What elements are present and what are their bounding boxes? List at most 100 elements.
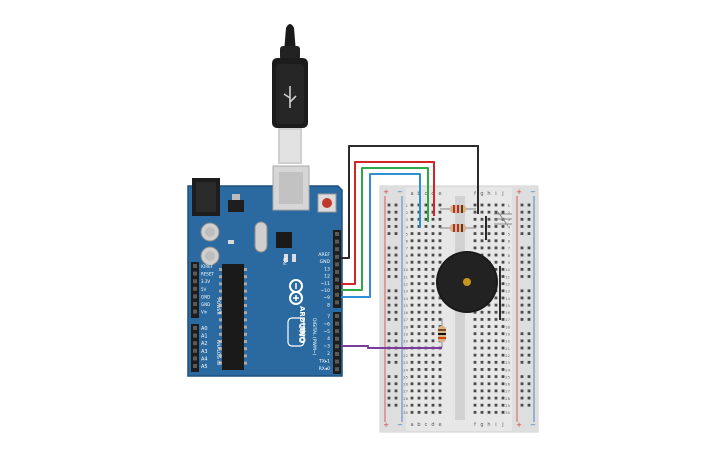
resistor[interactable]	[440, 224, 476, 232]
digital-header-bottom	[333, 312, 341, 374]
digital-pin-label: ~10	[321, 288, 331, 294]
usb-icon	[283, 86, 297, 108]
row-number: 5	[508, 231, 511, 236]
digital-pin-label: 8	[327, 302, 330, 308]
power-pin-label: RESET	[201, 272, 214, 277]
row-number: 27	[505, 389, 510, 394]
digital-pin-label: 2	[327, 351, 330, 357]
column-label: g	[480, 422, 483, 428]
row-number: 18	[403, 324, 408, 329]
row-number: 28	[505, 396, 510, 401]
analog-pin-label: A2	[201, 341, 208, 347]
column-label: c	[425, 422, 428, 428]
row-number: 19	[505, 332, 510, 337]
resistor[interactable]	[438, 318, 446, 348]
column-label: i	[495, 422, 496, 428]
analog-pin-label: A4	[201, 356, 208, 362]
digital-pin-label: ~11	[321, 281, 331, 287]
column-label: a	[410, 422, 413, 428]
row-number: 29	[403, 403, 408, 408]
row-number: 11	[505, 274, 510, 279]
digital-pin-label: 7	[327, 314, 330, 320]
row-number: 10	[403, 267, 408, 272]
digital-pin-label: ~9	[323, 295, 330, 301]
column-label: d	[431, 422, 434, 428]
column-label: j	[501, 191, 503, 197]
column-label: e	[438, 422, 441, 428]
pin-11-wire[interactable]	[341, 161, 435, 285]
row-number: 18	[505, 324, 510, 329]
power-pin-label: GND	[201, 294, 210, 299]
row-number: 22	[403, 353, 408, 358]
digital-pin-label: 12	[324, 274, 330, 280]
pin-3-wire[interactable]	[341, 345, 442, 349]
usb-cable[interactable]	[272, 24, 308, 164]
piezo-buzzer[interactable]	[436, 251, 498, 313]
row-number: 1	[508, 203, 511, 208]
row-number: 20	[505, 339, 510, 344]
row-number: 5	[406, 231, 409, 236]
resistor[interactable]	[440, 205, 476, 213]
row-number: 14	[403, 296, 408, 301]
rail-minus-label: −	[397, 421, 403, 429]
row-number: 13	[403, 289, 408, 294]
row-number: 23	[403, 360, 408, 365]
analog-pin-label: A0	[201, 326, 208, 332]
atmega-chip	[222, 264, 244, 370]
row-number: 28	[403, 396, 408, 401]
row-number: 12	[403, 281, 408, 286]
analog-header	[191, 324, 199, 372]
digital-header-top	[333, 230, 341, 308]
row-number: 1	[406, 203, 409, 208]
row-number: 17	[403, 317, 408, 322]
arduino-uno-board[interactable]: ARDUINO UNO ON POWER ANALOG IN DIGITAL (…	[187, 165, 343, 377]
gnd-wire[interactable]	[341, 145, 479, 259]
uno-badge: UNO	[287, 317, 306, 347]
rail-plus-label: +	[516, 421, 522, 429]
power-pin-label: GND	[201, 302, 210, 307]
row-number: 24	[505, 367, 510, 372]
svg-text:UNO: UNO	[296, 323, 306, 343]
row-number: 17	[505, 317, 510, 322]
pin-9-wire[interactable]	[341, 173, 421, 298]
row-number: 25	[505, 374, 510, 379]
rgb-led[interactable]	[494, 211, 512, 227]
digital-pin-label: 13	[324, 266, 330, 272]
power-pin-label: Vin	[201, 310, 208, 315]
brand-label: ARDUINO	[298, 306, 306, 343]
column-label: g	[480, 191, 483, 197]
row-number: 6	[406, 239, 409, 244]
arduino-logo	[289, 279, 303, 305]
row-number: 7	[406, 246, 409, 251]
row-number: 2	[508, 210, 511, 215]
row-number: 7	[508, 246, 511, 251]
rail-minus-label: −	[530, 421, 536, 429]
rail-plus-label: +	[383, 421, 389, 429]
row-number: 24	[403, 367, 408, 372]
row-number: 19	[403, 332, 408, 337]
power-pin-label: 5V	[201, 287, 207, 292]
pin-10-wire[interactable]	[341, 167, 429, 291]
row-number: 11	[403, 274, 408, 279]
reset-button[interactable]	[317, 193, 337, 213]
rail-minus-label: −	[397, 188, 403, 196]
row-number: 26	[403, 382, 408, 387]
column-label: e	[438, 191, 441, 197]
row-number: 14	[505, 296, 510, 301]
row-number: 29	[505, 403, 510, 408]
digital-header-label: DIGITAL (PWM~)	[311, 318, 317, 356]
row-number: 6	[508, 239, 511, 244]
row-number: 4	[406, 224, 409, 229]
row-number: 9	[508, 260, 511, 265]
pushbutton-leads	[485, 216, 501, 320]
row-number: 20	[403, 339, 408, 344]
digital-pin-label: AREF	[318, 252, 330, 258]
digital-pin-label: GND	[320, 259, 331, 265]
analog-pin-label: A5	[201, 364, 208, 370]
analog-pin-label: A3	[201, 349, 208, 355]
row-number: 27	[403, 389, 408, 394]
row-number: 23	[505, 360, 510, 365]
column-label: b	[417, 422, 420, 428]
